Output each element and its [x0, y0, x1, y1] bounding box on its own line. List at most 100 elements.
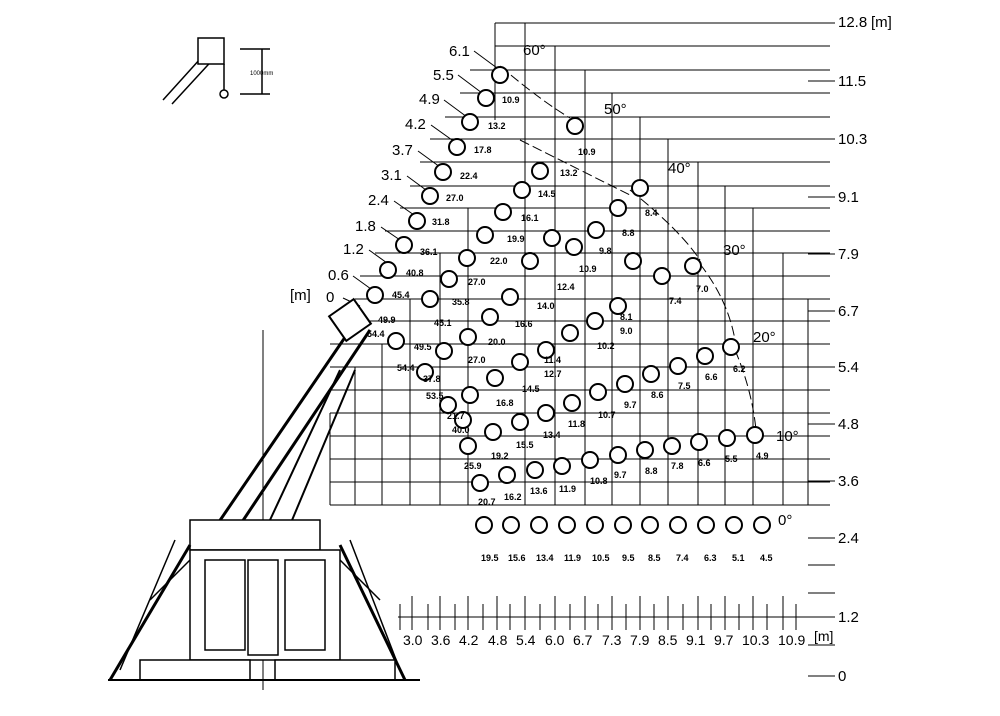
load-value: 10.9: [578, 147, 596, 157]
load-value: 20.0: [488, 337, 506, 347]
right-height-labels: 12.8 [m] 11.5 10.3 9.1 7.9 6.7 5.4 4.8 3…: [838, 14, 892, 685]
length-label: 4.2: [405, 116, 426, 133]
height-label: 3.6: [838, 473, 859, 490]
load-value: 19.9: [507, 234, 525, 244]
load-value: 27.0: [446, 193, 464, 203]
load-value: 27.0: [468, 277, 486, 287]
radius-label: 5.4: [516, 632, 536, 648]
bottom-radius-labels: 3.0 3.6 4.2 4.8 5.4 6.0 6.7 7.3 7.9 8.5 …: [403, 628, 833, 648]
load-value: 16.2: [504, 492, 522, 502]
right-unit: [m]: [871, 14, 892, 31]
hook-markers: [366, 66, 771, 534]
load-value: 4.5: [760, 553, 773, 563]
height-label: 5.4: [838, 359, 859, 376]
load-value: 49.5: [414, 342, 432, 352]
load-value: 54.4: [397, 363, 415, 373]
angle-label: 20°: [753, 329, 776, 346]
load-value: 22.4: [460, 171, 478, 181]
load-value: 13.2: [488, 121, 506, 131]
load-value: 10.5: [592, 553, 610, 563]
load-value: 45.4: [392, 290, 410, 300]
load-value: 10.2: [597, 341, 615, 351]
height-label: 1.2: [838, 609, 859, 626]
load-value: 6.6: [698, 458, 711, 468]
load-value: 19.5: [481, 553, 499, 563]
load-value: 4.9: [756, 451, 769, 461]
load-value: 8.6: [651, 390, 664, 400]
load-value: 14.0: [537, 301, 555, 311]
load-value: 11.9: [559, 484, 576, 494]
load-value: 35.8: [452, 297, 470, 307]
radius-label: 4.8: [488, 632, 508, 648]
load-value: 31.8: [432, 217, 450, 227]
radius-label: 6.0: [545, 632, 565, 648]
load-value: 36.1: [420, 247, 438, 257]
radius-label: 7.9: [630, 632, 650, 648]
radius-label: 3.6: [431, 632, 451, 648]
load-value: 14.5: [522, 384, 540, 394]
angle-label: 30°: [723, 242, 746, 259]
load-value: 13.2: [560, 168, 578, 178]
angle-label: 50°: [604, 101, 627, 118]
load-value: 8.8: [645, 466, 658, 476]
height-label: 10.3: [838, 131, 867, 148]
load-value: 21.7: [447, 411, 465, 421]
load-value: 27.0: [468, 355, 486, 365]
load-value: 8.4: [645, 208, 658, 218]
load-value: 49.9: [378, 315, 396, 325]
load-value: 7.8: [671, 461, 684, 471]
load-value: 10.7: [598, 410, 616, 420]
height-label: 4.8: [838, 416, 859, 433]
load-value: 45.1: [434, 318, 452, 328]
hook-inset: [162, 37, 270, 105]
load-value: 9.7: [614, 470, 627, 480]
load-value: 6.6: [705, 372, 718, 382]
radius-label: 10.3: [742, 632, 769, 648]
load-value: 8.1: [620, 312, 633, 322]
load-value: 40.0: [452, 425, 470, 435]
load-value: 12.4: [557, 282, 575, 292]
load-value: 16.1: [521, 213, 539, 223]
load-value: 10.9: [579, 264, 597, 274]
load-value: 25.9: [464, 461, 482, 471]
load-value: 53.5: [426, 391, 444, 401]
load-value: 13.6: [530, 486, 548, 496]
crane-illustration: [108, 297, 420, 690]
load-value: 7.0: [696, 284, 709, 294]
load-value: 15.6: [508, 553, 526, 563]
load-value: 16.6: [515, 319, 533, 329]
length-label: 5.5: [433, 67, 454, 84]
load-value: 6.2: [733, 364, 746, 374]
height-label: 0: [838, 668, 846, 685]
length-label: 4.9: [419, 91, 440, 108]
height-label: 9.1: [838, 189, 859, 206]
length-label: 0: [326, 289, 334, 306]
length-label: 3.1: [381, 167, 402, 184]
length-label: 6.1: [449, 43, 470, 60]
radius-label: 6.7: [573, 632, 593, 648]
height-label: 11.5: [838, 73, 866, 90]
load-value: 37.8: [423, 374, 441, 384]
length-leaders: [342, 50, 498, 307]
length-label: 1.8: [355, 218, 376, 235]
bottom-unit: [m]: [814, 628, 833, 644]
load-value: 19.2: [491, 451, 509, 461]
angle-label: 0°: [778, 512, 792, 529]
radius-label: 8.5: [658, 632, 678, 648]
load-value: 54.4: [367, 329, 385, 339]
load-value: 14.5: [538, 189, 556, 199]
load-value: 5.5: [725, 454, 738, 464]
load-value: 40.8: [406, 268, 424, 278]
load-value: 8.5: [648, 553, 661, 563]
length-label: 2.4: [368, 192, 389, 209]
hook-height-label: 1000mm: [250, 71, 273, 77]
radius-label: 3.0: [403, 632, 423, 648]
length-label: 3.7: [392, 142, 413, 159]
height-label: 2.4: [838, 530, 859, 547]
length-label: 1.2: [343, 241, 364, 258]
load-value: 10.9: [502, 95, 520, 105]
angle-labels: 60° 50° 40° 30° 20° 10° 0°: [523, 42, 799, 529]
load-value: 9.5: [622, 553, 635, 563]
angle-arcs: [499, 65, 757, 431]
